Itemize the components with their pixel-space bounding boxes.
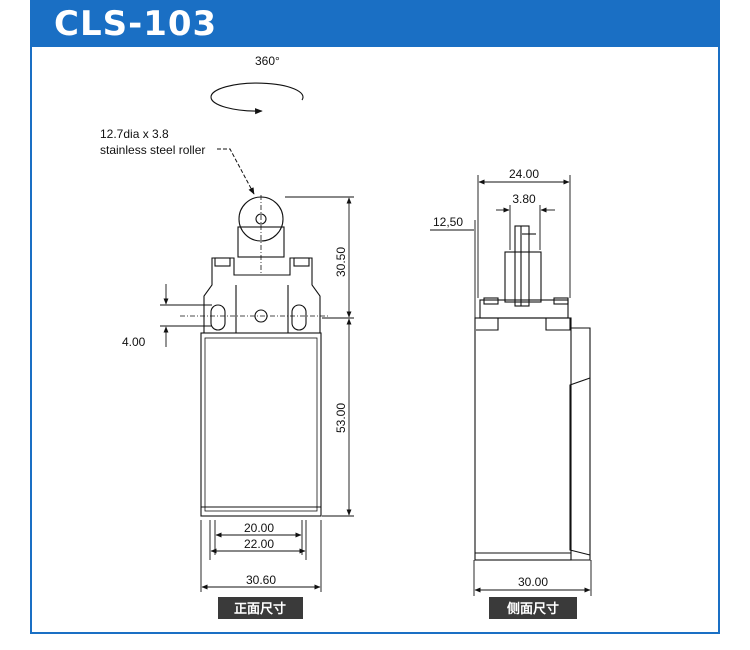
side-plunger (504, 251, 542, 303)
front-view-label: 正面尺寸 (218, 597, 303, 619)
dim-side-overall-width: 30.00 (518, 575, 548, 589)
drawing-frame (30, 0, 720, 634)
dim-inner-width-1: 20.00 (244, 521, 274, 535)
dim-inner-width-2: 22.00 (244, 537, 274, 551)
side-screw-right (553, 297, 569, 305)
header-bar: CLS-103 (30, 0, 720, 47)
rotation-indicator: 360° (210, 54, 304, 115)
front-screw-left (214, 257, 231, 267)
side-cover (571, 327, 591, 561)
dim-height-body: 53.00 (334, 403, 348, 433)
side-dimensions (430, 175, 592, 596)
front-view (180, 195, 330, 517)
model-title: CLS-103 (54, 4, 218, 44)
rotation-label: 360° (255, 54, 280, 68)
side-view-label-text: 侧面尺寸 (507, 601, 559, 617)
front-dimensions (160, 196, 354, 592)
dim-side-offset: 12,50 (433, 215, 463, 229)
front-body-inner (204, 337, 318, 512)
front-head (203, 257, 321, 334)
dim-side-top-width: 24.00 (509, 167, 539, 181)
front-screw-right (293, 257, 310, 267)
dim-height-top: 30.50 (334, 247, 348, 277)
roller-note-line-2: stainless steel roller (100, 143, 205, 157)
front-slot-left (210, 304, 226, 331)
roller-leader (217, 148, 255, 195)
side-cover-recess (569, 377, 591, 556)
side-body (474, 317, 572, 561)
side-view (474, 225, 591, 561)
front-roller-pin (255, 213, 267, 225)
roller-note-line-1: 12.7dia x 3.8 (100, 127, 169, 141)
front-body (200, 332, 322, 517)
side-view-label: 侧面尺寸 (489, 597, 577, 619)
dim-front-overall-width: 30.60 (246, 573, 276, 587)
side-head-top (479, 299, 569, 319)
roller-callout: 12.7dia x 3.8 stainless steel roller (100, 127, 255, 195)
side-screw-left (483, 297, 499, 305)
dim-side-roller-width: 3.80 (512, 192, 536, 206)
side-head-step (476, 317, 571, 331)
dim-slot: 4.00 (122, 335, 146, 349)
side-roller (514, 225, 530, 307)
front-view-label-text: 正面尺寸 (234, 601, 286, 617)
rotation-arrow (210, 82, 304, 115)
front-slot-right (291, 304, 307, 331)
